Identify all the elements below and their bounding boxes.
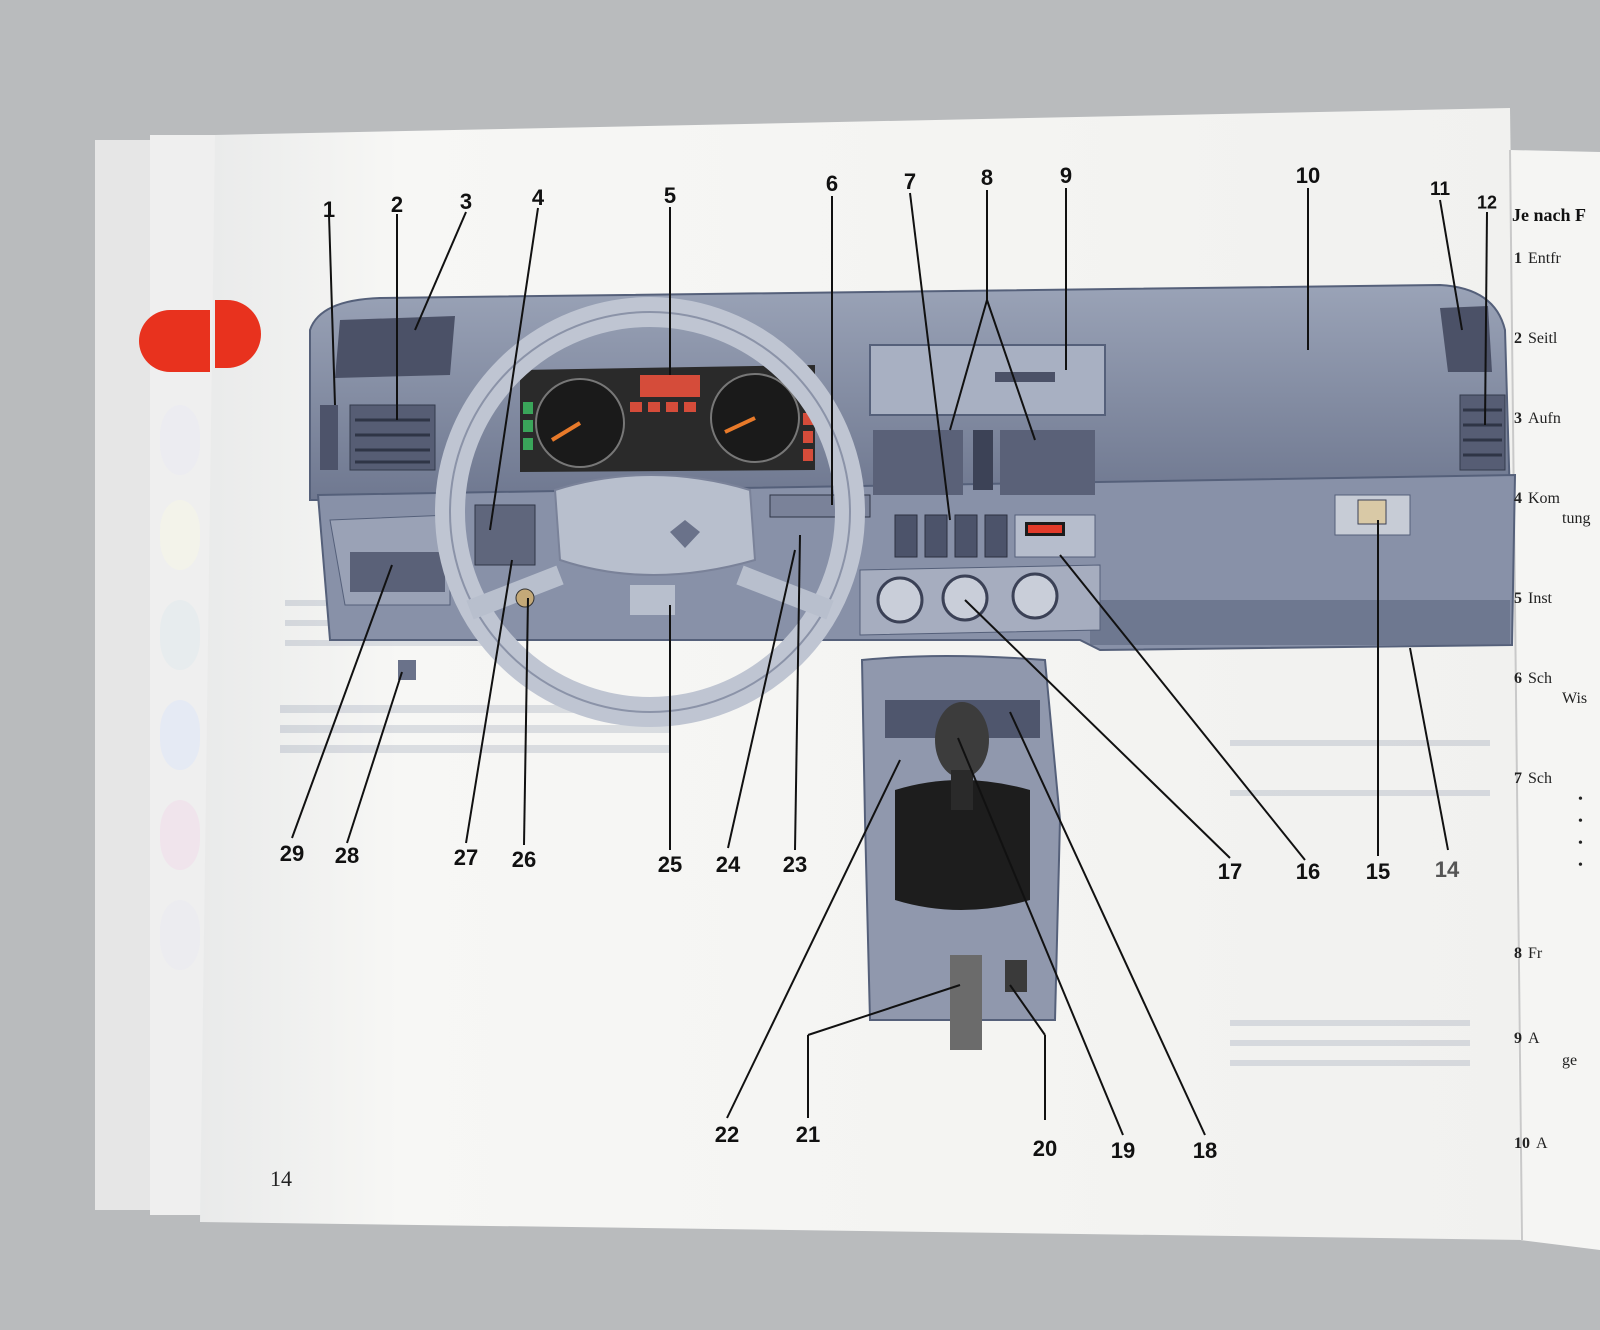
callout-21: 21 [795,1122,821,1147]
callout-24: 24 [715,852,741,877]
callout-12: 12 [1476,192,1498,213]
callout-17: 17 [1217,859,1243,884]
callout-18: 18 [1192,1138,1218,1163]
page-number: 14 [270,1166,292,1191]
callout-11: 11 [1429,179,1451,200]
callout-27: 27 [453,845,479,870]
book-edge [95,140,155,1210]
bullet-dot: • [1578,792,1583,807]
callout-10: 10 [1295,163,1321,188]
callout-1: 1 [322,197,336,222]
callout-8: 8 [980,165,994,190]
callout-19: 19 [1110,1138,1136,1163]
dashboard-illustration [309,283,1517,1050]
callout-5: 5 [663,183,677,208]
callout-2: 2 [390,192,404,217]
legend-header: Je nach F [1512,205,1586,225]
legend-item-4-cont: tung [1562,510,1591,527]
legend-item-6-cont: Wis [1562,690,1588,707]
leader-lines [291,188,1488,1136]
callout-15: 15 [1365,859,1391,884]
callout-26: 26 [511,847,537,872]
callout-28: 28 [334,843,360,868]
callout-4: 4 [531,185,545,210]
color-tabs [139,300,261,970]
callout-3: 3 [459,189,473,214]
callout-22: 22 [714,1122,740,1147]
bullet-dot: • [1578,814,1583,829]
callout-23: 23 [782,852,808,877]
callout-29: 29 [279,841,305,866]
callout-16: 16 [1295,859,1321,884]
callout-14: 14 [1434,857,1460,882]
legend-item-9-cont: ge [1562,1052,1578,1069]
bullet-dot: • [1578,858,1583,873]
bullet-dot: • [1578,836,1583,851]
callout-25: 25 [657,852,683,877]
callout-6: 6 [825,171,839,196]
callout-9: 9 [1059,163,1073,188]
callout-7: 7 [903,169,917,194]
right-page [1510,150,1600,1250]
callout-20: 20 [1032,1136,1058,1161]
